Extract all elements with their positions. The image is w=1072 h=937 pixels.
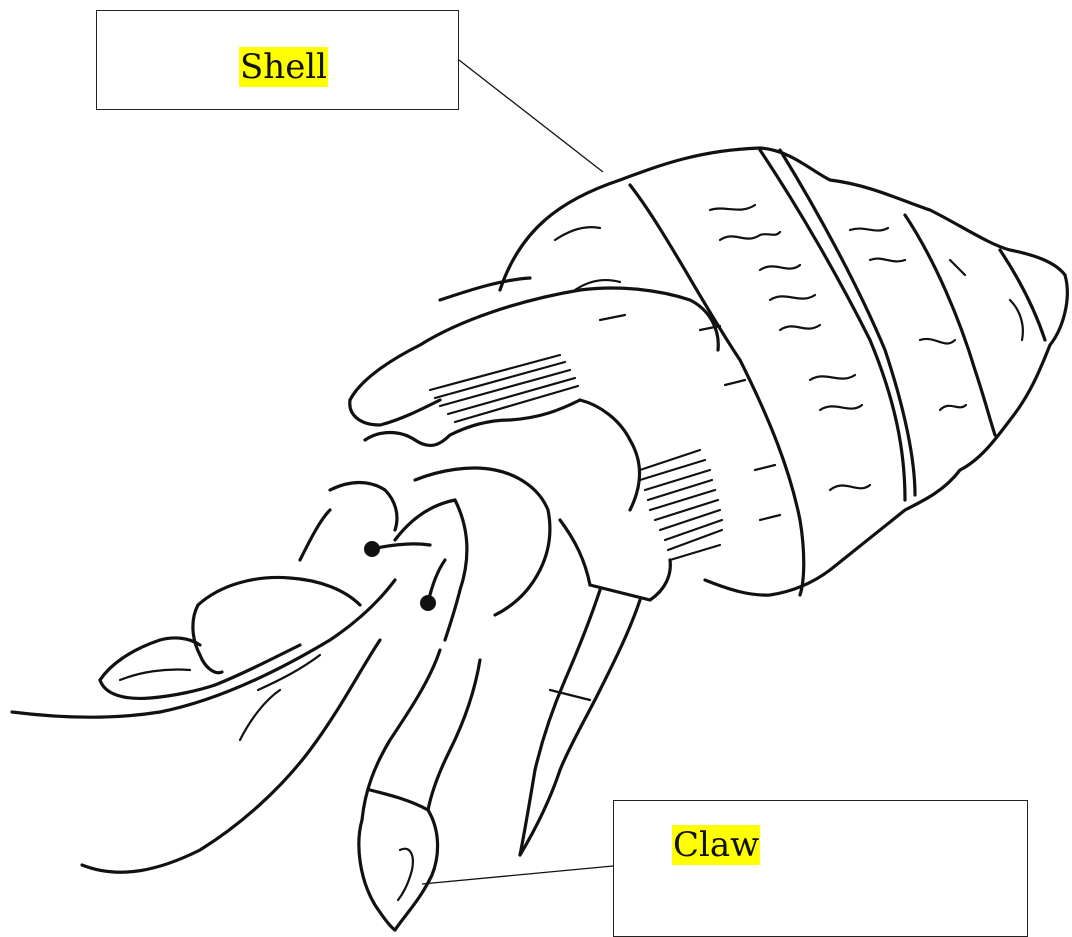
claw-label: Claw	[672, 825, 760, 865]
crab-body-drawing	[364, 400, 670, 640]
walking-legs-drawing	[359, 590, 640, 930]
large-claw-drawing	[100, 483, 397, 699]
shell-drawing	[350, 148, 1068, 595]
shell-label: Shell	[239, 47, 328, 87]
shell-label-box: Shell	[96, 10, 459, 110]
claw-label-box: Claw	[613, 800, 1028, 937]
shell-interior-shading	[430, 355, 722, 560]
antennae-drawing	[12, 580, 395, 872]
claw-leader-line	[422, 866, 613, 884]
shell-leader-line	[459, 60, 603, 172]
